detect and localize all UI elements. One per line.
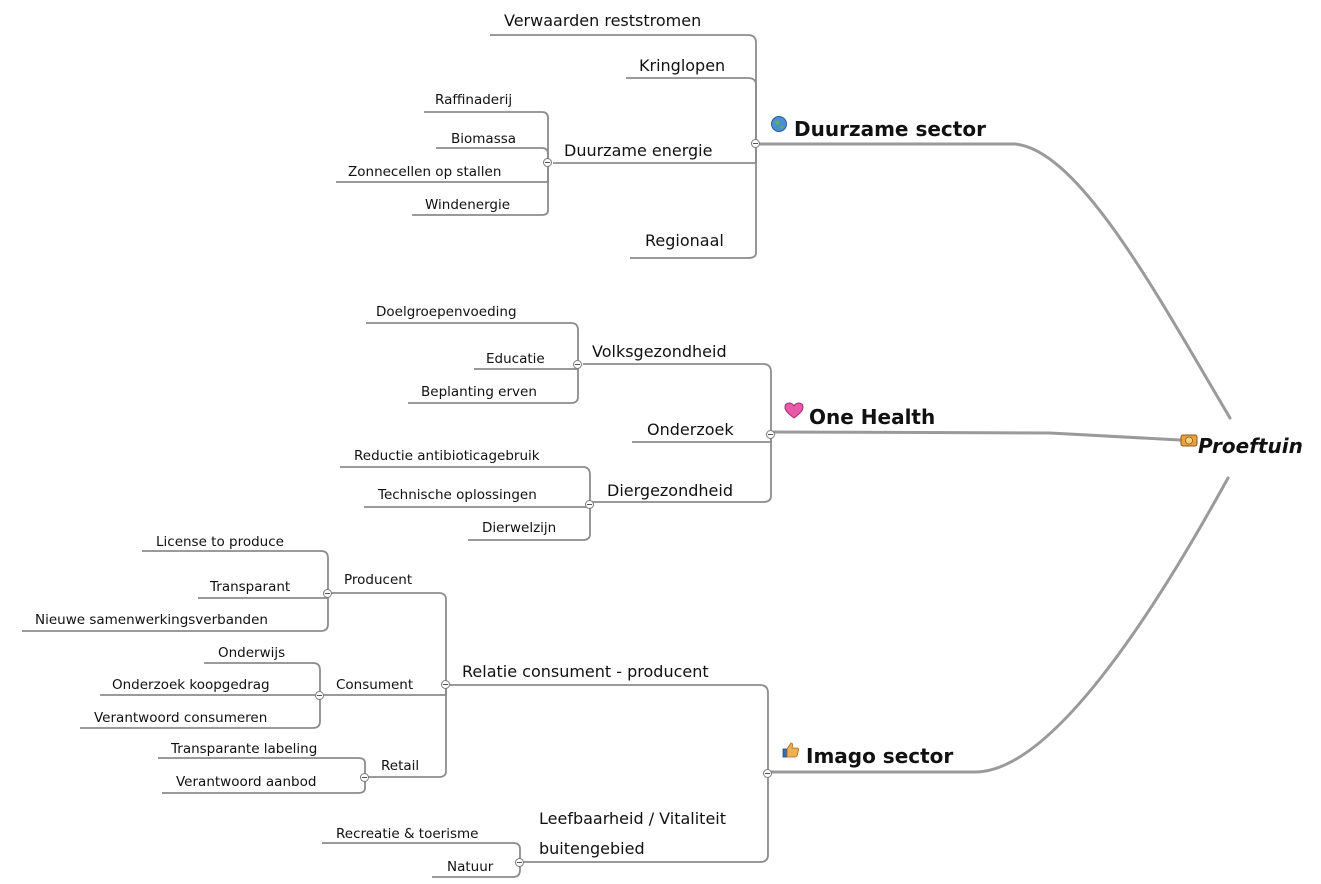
- collapse-toggle-health[interactable]: [766, 430, 775, 439]
- leaf-nieuwe-samenwerking[interactable]: Nieuwe samenwerkingsverbanden: [35, 612, 268, 628]
- branch-health-label: One Health: [809, 405, 936, 429]
- leaf-license-to-produce[interactable]: License to produce: [156, 534, 284, 550]
- node-relatie[interactable]: Relatie consument - producent: [462, 662, 709, 681]
- root-label: Proeftuin: [1198, 434, 1303, 458]
- node-volksgezondheid[interactable]: Volksgezondheid: [592, 342, 727, 361]
- connector-root-imago: [766, 476, 1230, 774]
- leaf-technische-oplossingen[interactable]: Technische oplossingen: [378, 487, 537, 503]
- branch-duurzaam[interactable]: Duurzame sector: [770, 115, 986, 141]
- leaf-raffinaderij[interactable]: Raffinaderij: [435, 92, 513, 108]
- branch-duurzaam-label: Duurzame sector: [794, 117, 986, 141]
- globe-icon: [771, 116, 787, 132]
- branch-health[interactable]: One Health: [784, 402, 936, 429]
- leaf-beplanting-erven[interactable]: Beplanting erven: [421, 384, 537, 400]
- node-producent[interactable]: Producent: [344, 572, 413, 588]
- collapse-toggle-producent[interactable]: [323, 589, 332, 598]
- root-node[interactable]: Proeftuin: [1180, 434, 1303, 458]
- leaf-onderwijs[interactable]: Onderwijs: [218, 645, 286, 661]
- node-regionaal[interactable]: Regionaal: [645, 231, 724, 250]
- node-retail[interactable]: Retail: [381, 758, 420, 774]
- leaf-verantwoord-aanbod[interactable]: Verantwoord aanbod: [176, 774, 317, 790]
- node-consument[interactable]: Consument: [336, 677, 414, 693]
- handshake-icon: [1180, 434, 1198, 447]
- node-duurzame-energie[interactable]: Duurzame energie: [564, 141, 713, 160]
- connector-root-health: [768, 430, 1182, 442]
- collapse-toggle-consument[interactable]: [315, 691, 324, 700]
- connector-root-duurzaam: [758, 142, 1232, 420]
- node-kringlopen[interactable]: Kringlopen: [639, 56, 726, 75]
- collapse-toggle-relatie[interactable]: [441, 680, 450, 689]
- leaf-transparante-labeling[interactable]: Transparante labeling: [171, 741, 318, 757]
- heart-icon: [784, 402, 804, 419]
- leaf-windenergie[interactable]: Windenergie: [425, 197, 511, 213]
- leaf-reductie-antibiotica[interactable]: Reductie antibioticagebruik: [354, 448, 540, 464]
- leaf-biomassa[interactable]: Biomassa: [451, 131, 517, 147]
- leaf-onderzoek-koopgedrag[interactable]: Onderzoek koopgedrag: [112, 677, 270, 693]
- node-leefbaarheid-line2[interactable]: buitengebied: [539, 839, 645, 858]
- branch-imago[interactable]: Imago sector: [782, 741, 954, 768]
- leaf-transparant[interactable]: Transparant: [210, 579, 291, 595]
- leaf-doelgroepenvoeding[interactable]: Doelgroepenvoeding: [376, 304, 517, 320]
- node-leefbaarheid-line1[interactable]: Leefbaarheid / Vitaliteit: [539, 809, 727, 828]
- collapse-toggle-imago[interactable]: [763, 769, 772, 778]
- leaf-recreatie-toerisme[interactable]: Recreatie & toerisme: [336, 826, 479, 842]
- node-verwaarden[interactable]: Verwaarden reststromen: [504, 11, 702, 30]
- collapse-toggle-duurzaam[interactable]: [751, 139, 760, 148]
- leaf-educatie[interactable]: Educatie: [486, 351, 545, 367]
- leaf-verantwoord-consumeren[interactable]: Verantwoord consumeren: [94, 710, 268, 726]
- node-onderzoek[interactable]: Onderzoek: [647, 420, 734, 439]
- leaf-natuur[interactable]: Natuur: [447, 859, 494, 875]
- branch-imago-label: Imago sector: [806, 744, 954, 768]
- collapse-toggle-energie[interactable]: [543, 158, 552, 167]
- collapse-toggle-volks[interactable]: [573, 360, 582, 369]
- collapse-toggle-leef[interactable]: [515, 858, 524, 867]
- leaf-zonnecellen[interactable]: Zonnecellen op stallen: [348, 164, 502, 180]
- node-diergezondheid[interactable]: Diergezondheid: [607, 481, 733, 500]
- leaf-dierwelzijn[interactable]: Dierwelzijn: [482, 520, 557, 536]
- collapse-toggle-dier[interactable]: [585, 500, 594, 509]
- thumbs-up-icon: [782, 742, 799, 758]
- collapse-toggle-retail[interactable]: [360, 773, 369, 782]
